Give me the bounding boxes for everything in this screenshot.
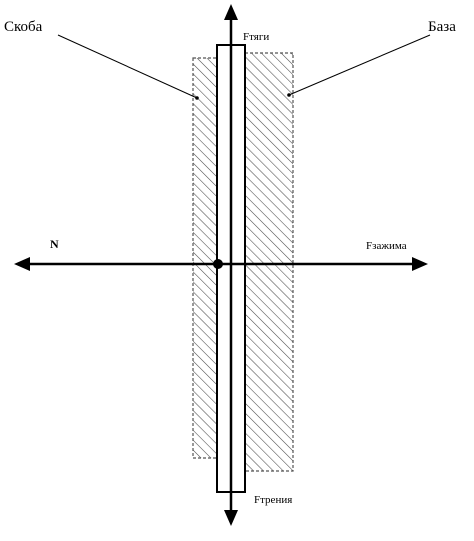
normal-force-label: N	[50, 237, 59, 251]
right-arrowhead	[412, 257, 428, 271]
clamp-block	[192, 57, 218, 459]
friction-force-label: Fтрения	[254, 494, 292, 506]
contact-point	[213, 259, 223, 269]
up-arrowhead	[224, 4, 238, 20]
down-arrowhead	[224, 510, 238, 526]
left-arrowhead	[14, 257, 30, 271]
clamping-force-label: Fзажима	[366, 240, 407, 252]
base-leader-line	[288, 34, 431, 96]
base-label: База	[428, 19, 456, 35]
base-block	[244, 52, 294, 472]
clamp-label: Скоба	[4, 19, 43, 35]
base-leader-dot	[287, 93, 291, 97]
clamp-leader-dot	[195, 96, 199, 100]
clamp-leader-line	[57, 34, 198, 99]
traction-force-label: Fтяги	[243, 31, 269, 43]
